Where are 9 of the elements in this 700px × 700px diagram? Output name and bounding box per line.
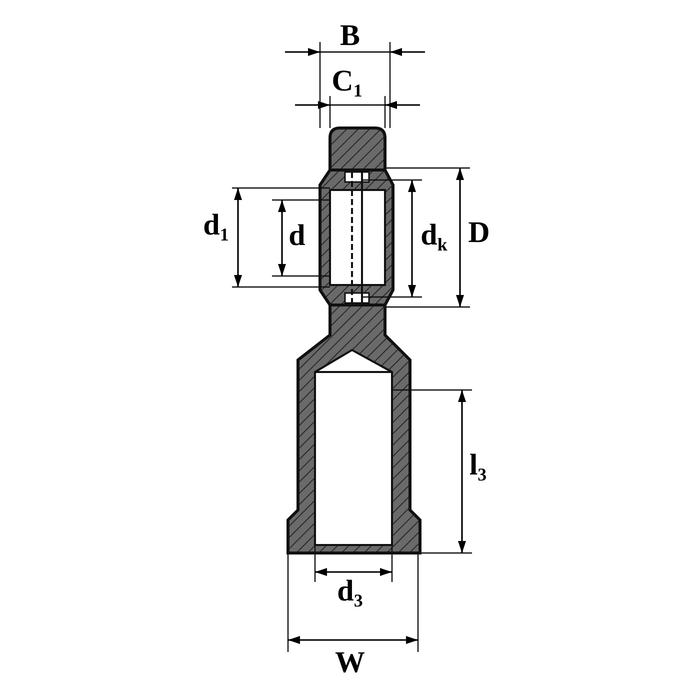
dimension-label: d$_{k}$	[420, 220, 448, 256]
dimension-label: W	[335, 648, 365, 678]
dimension-label: l$_{3}$	[469, 450, 487, 486]
dimension-label: d$_{1}$	[203, 210, 229, 246]
dimension-label: d$_{3}$	[337, 576, 363, 612]
dimension-label: D	[468, 218, 490, 248]
dimension-label: d	[288, 221, 306, 251]
dimension-label: B	[340, 21, 360, 51]
dimension-label: C$_{1}$	[332, 66, 362, 102]
